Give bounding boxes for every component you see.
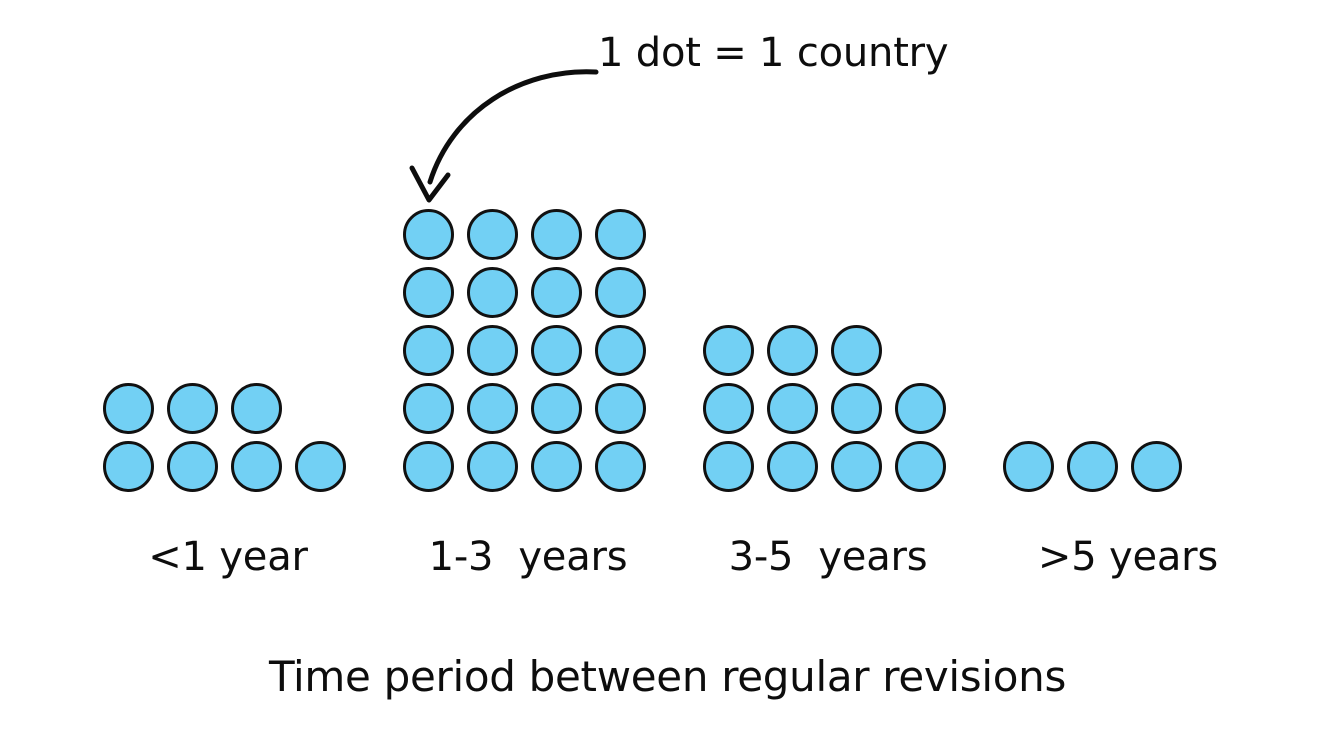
dot [703,382,754,434]
dot [403,266,454,318]
dot [403,382,454,434]
axis-caption: Time period between regular revisions [268,652,1067,701]
dot [531,208,582,260]
group-label-0: <1 year [148,534,308,580]
dot [103,440,154,492]
dot [531,324,582,376]
dot [1067,440,1118,492]
dot [831,382,882,434]
dot [595,382,646,434]
dot [231,440,282,492]
dot [595,266,646,318]
dot-row [703,321,895,379]
dot [831,324,882,376]
dot [467,324,518,376]
annotation-label: 1 dot = 1 country [598,30,949,76]
dot [895,382,946,434]
dot [895,440,946,492]
dot-stack-0 [103,379,359,495]
dot [595,208,646,260]
dot [403,208,454,260]
group-label-1: 1-3 years [428,534,628,580]
dot [595,440,646,492]
dot [1003,440,1054,492]
dot [167,440,218,492]
dot [403,324,454,376]
dot [167,382,218,434]
dot-row [403,263,659,321]
dot [831,440,882,492]
dot [595,324,646,376]
dot-row [103,379,295,437]
dot-row [403,379,659,437]
dot [531,440,582,492]
dot [767,324,818,376]
dot-row [403,205,659,263]
dot-stack-1 [403,205,659,495]
dot [103,382,154,434]
dot [1131,440,1182,492]
dot-row [703,437,959,495]
dot [767,440,818,492]
dot [531,382,582,434]
dot [703,324,754,376]
dot [467,208,518,260]
dot [767,382,818,434]
dot [531,266,582,318]
group-label-3: >5 years [1037,534,1219,580]
dot-row [103,437,359,495]
dot [295,440,346,492]
dot [403,440,454,492]
dot [467,382,518,434]
dot-row [403,321,659,379]
dot [467,440,518,492]
dot-row [403,437,659,495]
group-label-2: 3-5 years [728,534,928,580]
dot-row [703,379,959,437]
dot [467,266,518,318]
dot-stack-2 [703,321,959,495]
dot [703,440,754,492]
dot [231,382,282,434]
dot-stack-3 [1003,437,1195,495]
dot-row [1003,437,1195,495]
